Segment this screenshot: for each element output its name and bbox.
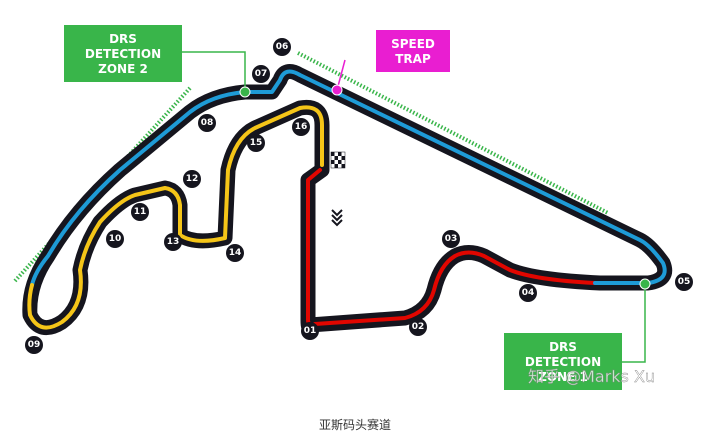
turn-marker-16: 16 — [292, 118, 310, 136]
speed-trap-line-2: TRAP — [395, 52, 431, 66]
turn-marker-03: 03 — [442, 230, 460, 248]
turn-marker-circle — [106, 230, 124, 248]
turn-marker-10: 10 — [106, 230, 124, 248]
turn-marker-09: 09 — [25, 336, 43, 354]
turn-marker-label: 11 — [134, 207, 147, 217]
turn-marker-label: 14 — [229, 248, 242, 258]
speed-trap-marker — [331, 84, 343, 96]
speed-trap-box — [376, 30, 450, 72]
drs-zone-2-line-3: ZONE 2 — [98, 62, 148, 76]
turn-marker-circle — [164, 233, 182, 251]
turn-marker-circle — [273, 38, 291, 56]
turn-marker-14: 14 — [226, 244, 244, 262]
turn-marker-label: 02 — [412, 322, 425, 332]
drs-zone-2-line-2: DETECTION — [85, 47, 161, 61]
turn-marker-label: 12 — [186, 174, 199, 184]
turn-marker-04: 04 — [519, 284, 537, 302]
turn-marker-circle — [226, 244, 244, 262]
circuit-map: SPEED TRAP DRS DETECTION ZONE 2 DRS DETE… — [12, 25, 693, 390]
drs-zone-1-line-2: DETECTION — [525, 355, 601, 369]
drs-zone-1-line-1: DRS — [549, 340, 577, 354]
turn-marker-circle — [292, 118, 310, 136]
turn-marker-label: 16 — [295, 122, 308, 132]
turn-marker-circle — [131, 203, 149, 221]
speed-trap-line-1: SPEED — [391, 37, 435, 51]
turn-marker-12: 12 — [183, 170, 201, 188]
turn-marker-label: 10 — [109, 234, 122, 244]
turn-marker-05: 05 — [675, 273, 693, 291]
turn-marker-circle — [25, 336, 43, 354]
turn-marker-circle — [183, 170, 201, 188]
turn-marker-label: 03 — [445, 234, 458, 244]
direction-chevrons-icon — [331, 209, 343, 227]
turn-marker-circle — [247, 134, 265, 152]
turn-marker-label: 15 — [250, 138, 263, 148]
turn-marker-label: 04 — [522, 288, 535, 298]
turn-marker-01: 01 — [301, 322, 319, 340]
turn-marker-label: 09 — [28, 340, 41, 350]
drs-zone-1-box — [504, 333, 622, 390]
turn-marker-circle — [675, 273, 693, 291]
drs-zone-2-marker — [239, 86, 251, 98]
turn-marker-circle — [519, 284, 537, 302]
turn-marker-13: 13 — [164, 233, 182, 251]
turn-marker-circle — [252, 65, 270, 83]
turn-marker-circle — [442, 230, 460, 248]
drs-zone-2-box — [64, 25, 182, 82]
turn-marker-07: 07 — [252, 65, 270, 83]
turn-marker-circle — [301, 322, 319, 340]
turn-marker-circle — [198, 114, 216, 132]
drs-zone-2-line-1: DRS — [109, 32, 137, 46]
drs-zone-line-1 — [297, 51, 609, 215]
turn-marker-15: 15 — [247, 134, 265, 152]
turn-marker-08: 08 — [198, 114, 216, 132]
turn-marker-06: 06 — [273, 38, 291, 56]
watermark: 知乎 @Marks Xu — [528, 367, 655, 386]
turn-marker-label: 08 — [201, 118, 214, 128]
caption: 亚斯码头赛道 — [318, 418, 391, 432]
drs-zone-2-connector — [182, 51, 246, 92]
turn-marker-02: 02 — [409, 318, 427, 336]
drs-zone-1-marker — [639, 278, 651, 290]
turn-marker-label: 06 — [276, 42, 289, 52]
turn-marker-label: 01 — [304, 326, 317, 336]
sector-3-yellow — [27, 105, 324, 330]
turn-marker-label: 05 — [678, 277, 691, 287]
drs-zone-1-line-3: ZONE 1 — [538, 370, 588, 384]
chequered-flag-icon — [330, 151, 346, 169]
turn-marker-label: 07 — [255, 69, 268, 79]
turn-marker-label: 13 — [167, 237, 180, 247]
turn-markers: 01 02 03 04 05 06 07 08 09 10 11 12 13 14 15 16 — [25, 38, 693, 354]
turn-marker-11: 11 — [131, 203, 149, 221]
turn-marker-circle — [409, 318, 427, 336]
drs-zone-1-connector — [622, 284, 646, 363]
